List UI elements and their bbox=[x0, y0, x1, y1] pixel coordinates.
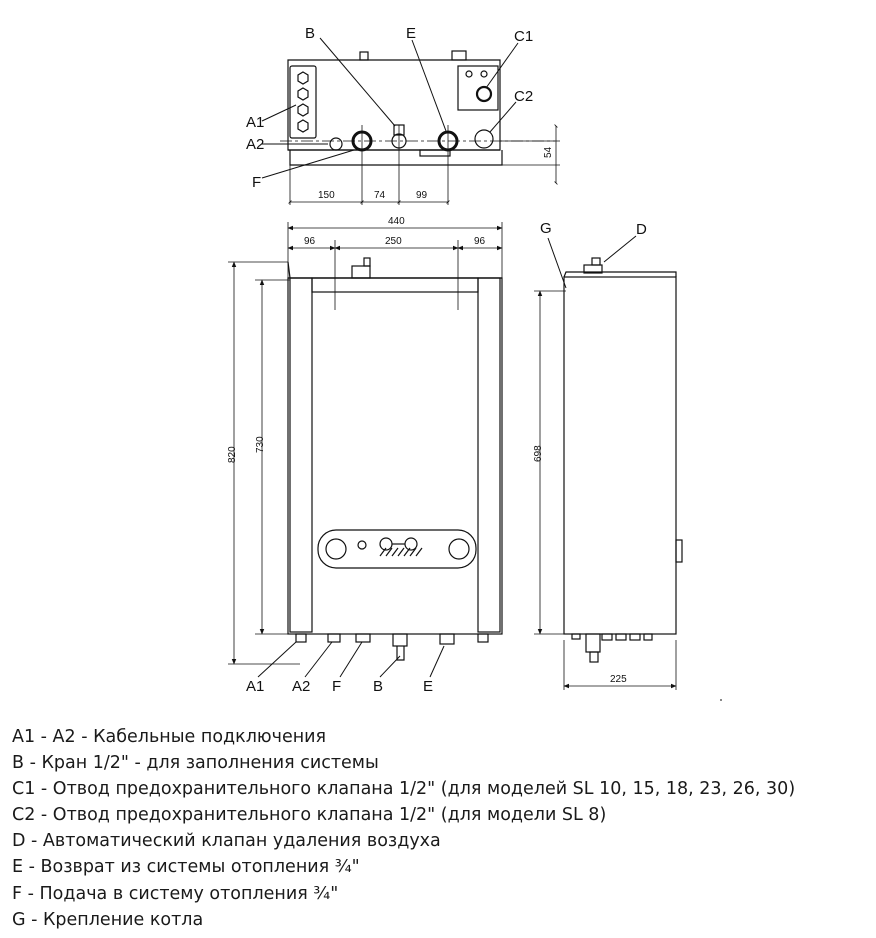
dim-96-right: 96 bbox=[474, 236, 486, 247]
legend-item-a1-a2: A1 - A2 - Кабельные подключения bbox=[12, 727, 327, 747]
dim-440: 440 bbox=[388, 216, 405, 227]
legend-item-c1: C1 - Отвод предохранительного клапана 1/… bbox=[12, 779, 796, 800]
label-front-a2: A2 bbox=[292, 678, 310, 695]
control-panel bbox=[317, 529, 477, 569]
label-side-g: G bbox=[540, 220, 552, 237]
technical-drawing: B E C1 C2 A1 A2 F 150 74 99 54 bbox=[227, 25, 722, 701]
side-view bbox=[534, 235, 722, 701]
legend-item-e: E - Возврат из системы отопления ¾" bbox=[12, 857, 360, 878]
label-front-a1: A1 bbox=[246, 678, 264, 695]
valve-c2-outlet bbox=[474, 129, 494, 149]
label-front-b: B bbox=[373, 678, 383, 695]
front-view bbox=[228, 222, 503, 678]
dim-54: 54 bbox=[543, 146, 554, 158]
dim-74: 74 bbox=[374, 190, 386, 201]
dim-99: 99 bbox=[416, 190, 428, 201]
cable-gland-column bbox=[297, 71, 309, 133]
top-view bbox=[261, 37, 560, 205]
dim-820: 820 bbox=[227, 446, 238, 463]
dim-730: 730 bbox=[255, 436, 266, 453]
legend-item-f: F - Подача в систему отопления ¾" bbox=[12, 883, 339, 904]
label-top-e: E bbox=[406, 25, 416, 42]
legend-item-c2: C2 - Отвод предохранительного клапана 1/… bbox=[12, 805, 607, 826]
label-top-c2: C2 bbox=[514, 88, 533, 105]
label-side-d: D bbox=[636, 221, 647, 238]
dim-250: 250 bbox=[385, 236, 402, 247]
label-top-c1: C1 bbox=[514, 28, 533, 45]
valve-c1-outlet bbox=[475, 85, 493, 103]
legend-item-d: D - Автоматический клапан удаления возду… bbox=[12, 831, 441, 852]
legend-item-g: G - Крепление котла bbox=[12, 909, 204, 930]
label-front-f: F bbox=[332, 678, 341, 695]
dim-225: 225 bbox=[610, 674, 627, 685]
dim-96-left: 96 bbox=[304, 236, 316, 247]
label-top-a2: A2 bbox=[246, 136, 264, 153]
label-top-a1: A1 bbox=[246, 114, 264, 131]
outlet-a2 bbox=[329, 137, 343, 151]
label-top-b: B bbox=[305, 25, 315, 42]
dim-150: 150 bbox=[318, 190, 335, 201]
boiler-front-body bbox=[287, 277, 503, 635]
label-front-e: E bbox=[423, 678, 433, 695]
legend-item-b: B - Кран 1/2" - для заполнения системы bbox=[12, 753, 379, 774]
top-view-bottom-rail bbox=[289, 150, 503, 166]
label-top-f: F bbox=[252, 174, 261, 191]
boiler-side-body bbox=[563, 276, 677, 635]
legend-list: A1 - A2 - Кабельные подключения B - Кран… bbox=[12, 724, 872, 933]
dim-698: 698 bbox=[533, 445, 544, 462]
